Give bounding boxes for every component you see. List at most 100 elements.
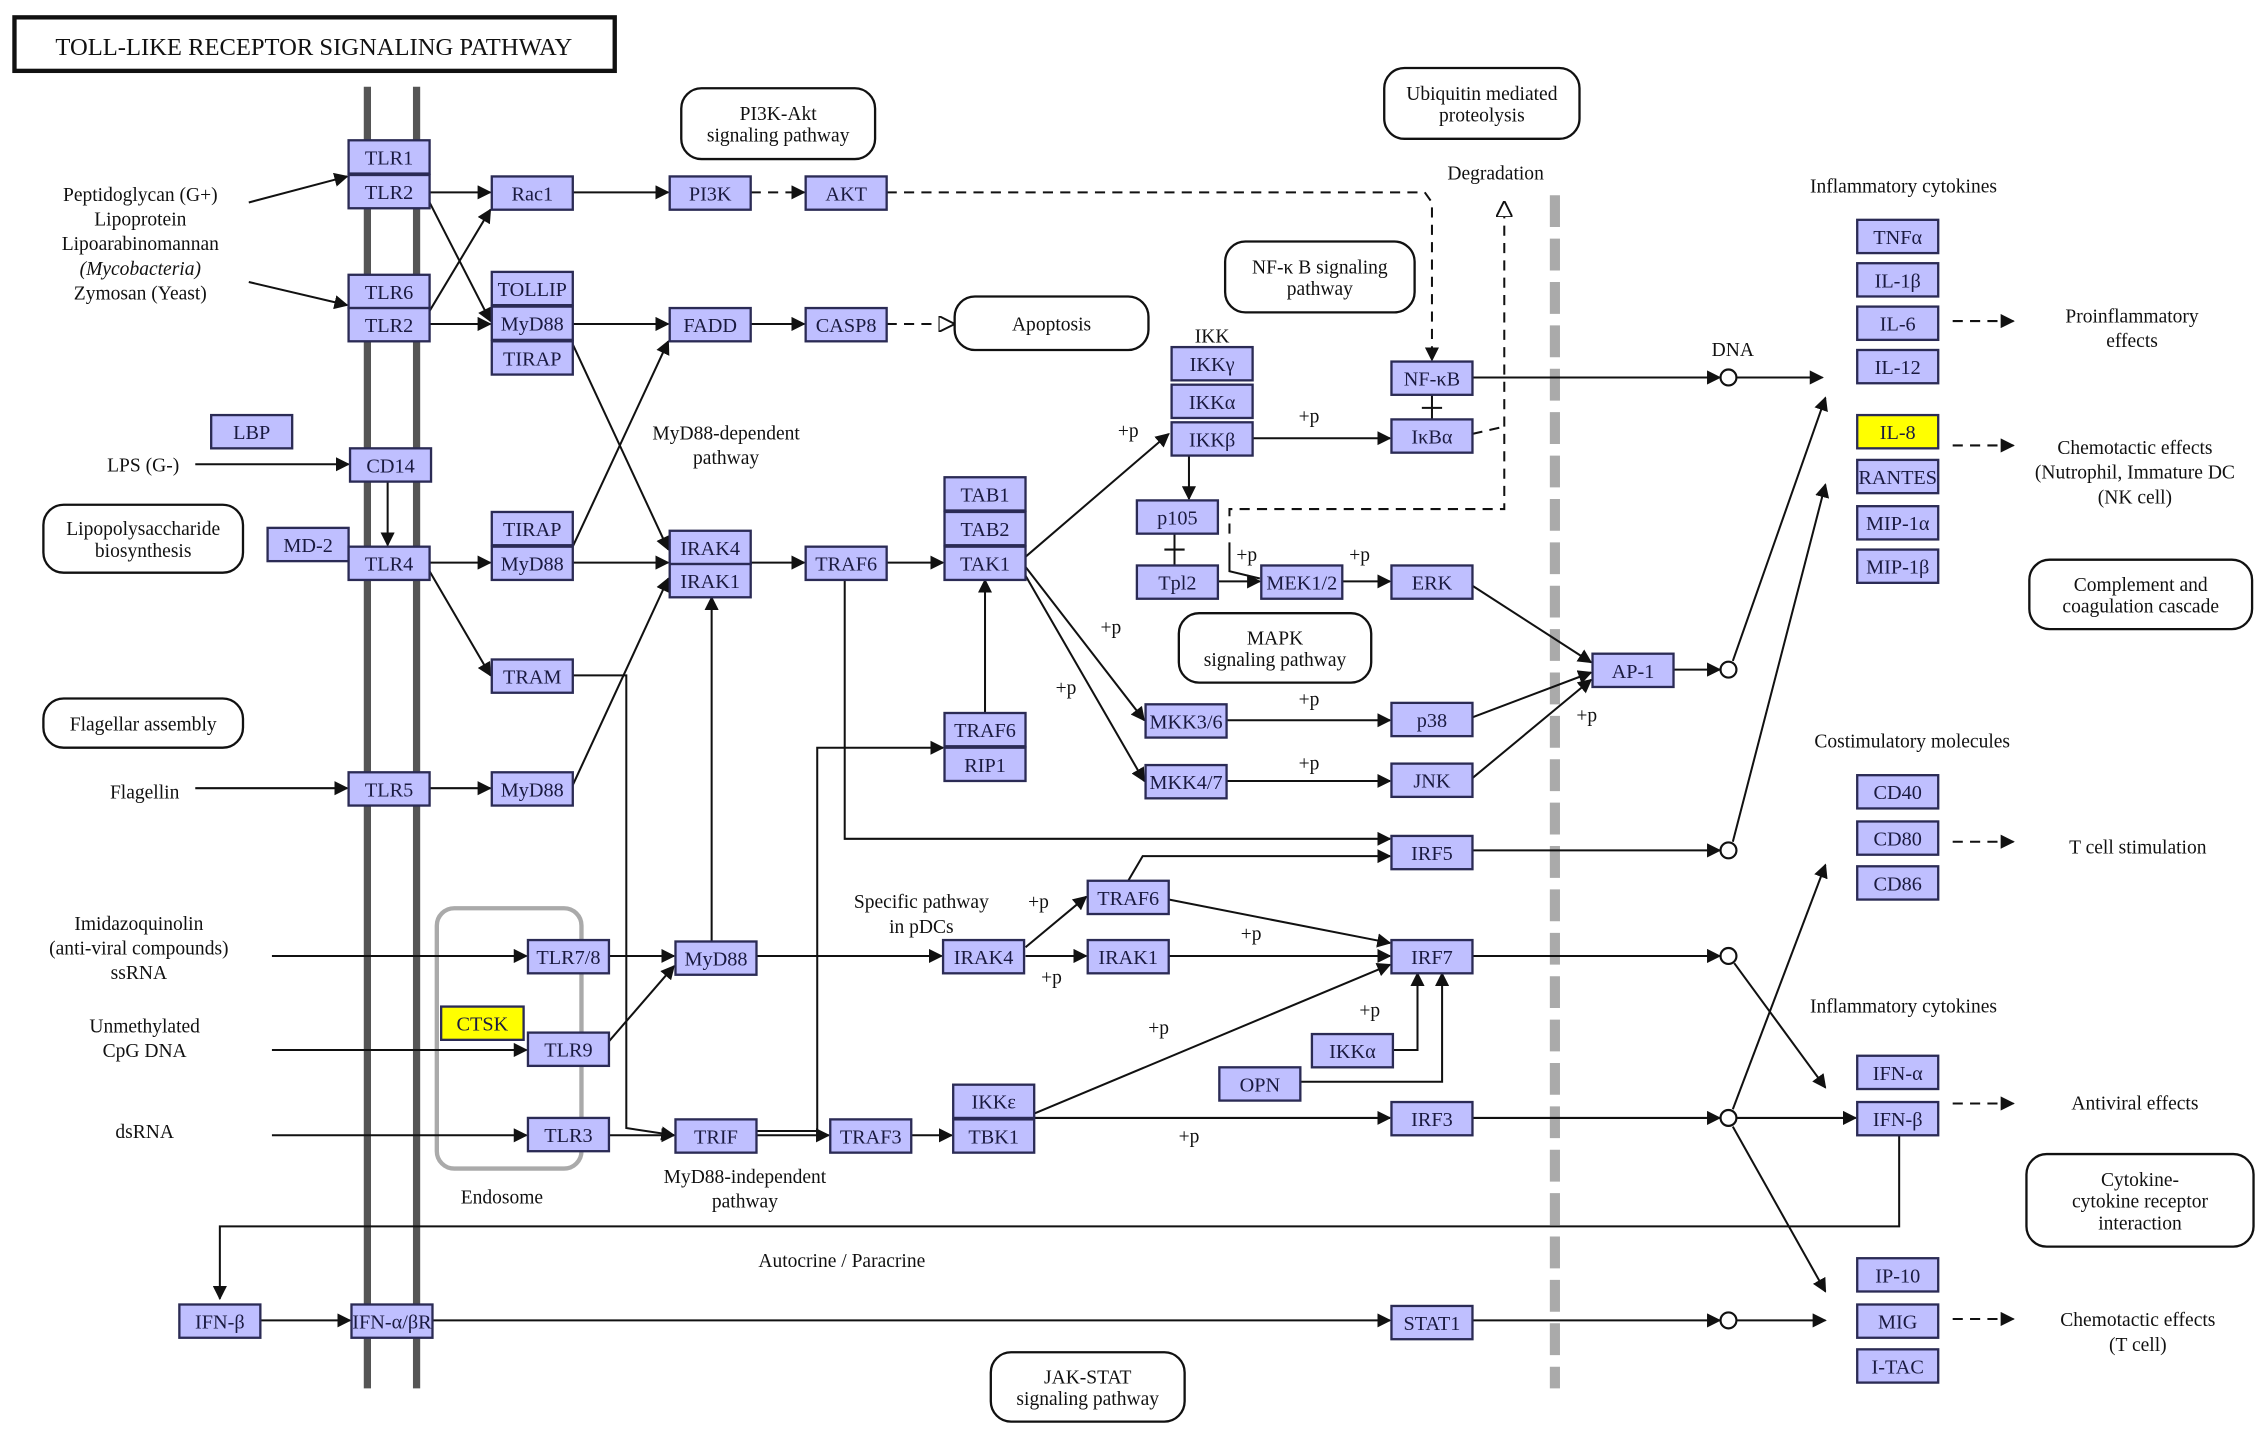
- gene-node-cd40[interactable]: CD40: [1856, 774, 1940, 810]
- gene-node-il8[interactable]: IL-8: [1856, 413, 1940, 450]
- gene-node-itac[interactable]: I-TAC: [1856, 1348, 1940, 1384]
- gene-node-il1b[interactable]: IL-1β: [1856, 262, 1940, 298]
- gene-node-casp8[interactable]: CASP8: [804, 306, 888, 343]
- gene-node-fadd[interactable]: FADD: [668, 306, 752, 343]
- gene-node-tlr4[interactable]: TLR4: [347, 545, 431, 582]
- gene-node-mig[interactable]: MIG: [1856, 1303, 1940, 1339]
- gene-label: IFN-α: [1873, 1063, 1923, 1085]
- pathway-map-flag[interactable]: Flagellar assembly: [42, 697, 245, 749]
- gene-node-cd86[interactable]: CD86: [1856, 865, 1940, 901]
- gene-node-mip1b[interactable]: MIP-1β: [1856, 548, 1940, 584]
- gene-node-ifnbr[interactable]: IFN-β: [1856, 1100, 1940, 1137]
- pathway-map-label: signaling pathway: [1016, 1389, 1159, 1410]
- gene-node-p105[interactable]: p105: [1135, 499, 1220, 535]
- gene-node-tlr2b[interactable]: TLR2: [347, 306, 431, 343]
- gene-node-nfkb[interactable]: NF-κB: [1390, 360, 1474, 396]
- phosphorylation-label: +p: [1118, 421, 1139, 442]
- gene-node-tlr1[interactable]: TLR1: [347, 139, 431, 175]
- pathway-map-label: Cytokine-: [2101, 1170, 2179, 1191]
- gene-node-myd88b[interactable]: MyD88: [490, 545, 574, 582]
- gene-node-rantes[interactable]: RANTES: [1856, 458, 1940, 495]
- gene-node-traf6b[interactable]: TRAF6: [943, 711, 1027, 748]
- gene-node-tab1[interactable]: TAB1: [943, 476, 1027, 512]
- gene-node-jnk[interactable]: JNK: [1390, 762, 1474, 799]
- gene-node-tlr5[interactable]: TLR5: [347, 771, 431, 807]
- gene-node-mkk36[interactable]: MKK3/6: [1144, 703, 1228, 739]
- gene-node-tab2[interactable]: TAB2: [943, 510, 1027, 547]
- gene-node-irak1b[interactable]: IRAK1: [1086, 938, 1170, 975]
- gene-node-p38[interactable]: p38: [1390, 701, 1474, 738]
- gene-node-irak4a[interactable]: IRAK4: [668, 529, 752, 566]
- gene-node-tak1[interactable]: TAK1: [943, 545, 1027, 582]
- gene-node-myd88c[interactable]: MyD88: [490, 771, 574, 807]
- gene-node-myd88d[interactable]: MyD88: [674, 940, 758, 976]
- gene-node-erk[interactable]: ERK: [1390, 564, 1474, 600]
- gene-node-traf6c[interactable]: TRAF6: [1086, 879, 1170, 916]
- gene-node-irak4b[interactable]: IRAK4: [941, 938, 1026, 975]
- gene-node-tram[interactable]: TRAM: [490, 658, 574, 694]
- gene-node-ikba[interactable]: IκBα: [1390, 418, 1474, 454]
- gene-node-tpl2[interactable]: Tpl2: [1135, 564, 1220, 600]
- gene-node-md2[interactable]: MD-2: [266, 526, 350, 563]
- gene-node-tlr3[interactable]: TLR3: [526, 1116, 611, 1153]
- phosphorylation-label: +p: [1241, 924, 1262, 945]
- gene-node-ip10[interactable]: IP-10: [1856, 1257, 1940, 1293]
- gene-node-irak1a[interactable]: IRAK1: [668, 562, 752, 599]
- gene-node-traf6a[interactable]: TRAF6: [804, 545, 888, 582]
- gene-node-ap1[interactable]: AP-1: [1591, 652, 1675, 689]
- gene-node-tlr9[interactable]: TLR9: [526, 1031, 611, 1068]
- gene-node-myd88a[interactable]: MyD88: [490, 305, 574, 342]
- gene-node-tlr78[interactable]: TLR7/8: [526, 938, 611, 975]
- gene-node-akt[interactable]: AKT: [804, 175, 888, 211]
- gene-node-trif[interactable]: TRIF: [674, 1118, 758, 1154]
- gene-node-tlr6[interactable]: TLR6: [347, 273, 431, 310]
- gene-node-irf5[interactable]: IRF5: [1390, 834, 1474, 871]
- gene-label: AKT: [825, 184, 867, 206]
- gene-node-tnfa[interactable]: TNFα: [1856, 218, 1940, 255]
- gene-node-tollip[interactable]: TOLLIP: [490, 270, 574, 307]
- gene-node-ikka2[interactable]: IKKα: [1310, 1032, 1395, 1069]
- pathway-map-label: MAPK: [1247, 628, 1303, 649]
- gene-node-tirapb[interactable]: TIRAP: [490, 510, 574, 547]
- gene-node-ifnr[interactable]: IFN-α/βR: [350, 1303, 434, 1339]
- gene-node-traf3[interactable]: TRAF3: [829, 1118, 913, 1154]
- gene-node-cd80[interactable]: CD80: [1856, 820, 1940, 856]
- gene-node-rac1[interactable]: Rac1: [490, 175, 574, 211]
- gene-node-tirapa[interactable]: TIRAP: [490, 340, 574, 376]
- gene-node-mek[interactable]: MEK1/2: [1260, 564, 1344, 600]
- gene-node-ikka[interactable]: IKKα: [1170, 383, 1254, 420]
- gene-node-ikkg[interactable]: IKKγ: [1170, 345, 1254, 382]
- gene-node-ctsk[interactable]: CTSK: [440, 1005, 525, 1041]
- gene-node-stat1[interactable]: STAT1: [1390, 1304, 1474, 1341]
- pathway-map-label: interaction: [2098, 1213, 2182, 1234]
- edge-33: [1228, 202, 1504, 534]
- gene-node-ifna[interactable]: IFN-α: [1856, 1054, 1940, 1091]
- gene-node-tlr2a[interactable]: TLR2: [347, 173, 431, 210]
- gene-node-mkk47[interactable]: MKK4/7: [1144, 763, 1228, 800]
- gene-node-ikke[interactable]: IKKε: [952, 1083, 1036, 1120]
- gene-node-mip1a[interactable]: MIP-1α: [1856, 505, 1940, 541]
- dna-binding-circle: [1719, 841, 1738, 860]
- gene-node-irf3[interactable]: IRF3: [1390, 1100, 1474, 1137]
- gene-node-opn[interactable]: OPN: [1218, 1066, 1302, 1102]
- gene-node-pi3k[interactable]: PI3K: [668, 175, 752, 211]
- gene-node-cd14[interactable]: CD14: [348, 447, 433, 483]
- gene-node-il6[interactable]: IL-6: [1856, 305, 1940, 342]
- label-line: Costimulatory molecules: [1814, 732, 2010, 753]
- gene-node-tbk1[interactable]: TBK1: [952, 1118, 1036, 1154]
- gene-node-lbp[interactable]: LBP: [210, 413, 294, 450]
- gene-node-irf7[interactable]: IRF7: [1390, 938, 1474, 975]
- gene-node-ifnbl[interactable]: IFN-β: [178, 1303, 262, 1339]
- gene-node-ikkb[interactable]: IKKβ: [1170, 421, 1254, 457]
- gene-node-il12[interactable]: IL-12: [1856, 348, 1940, 385]
- gene-node-rip1[interactable]: RIP1: [943, 746, 1027, 783]
- pathway-map-apop[interactable]: Apoptosis: [953, 295, 1150, 352]
